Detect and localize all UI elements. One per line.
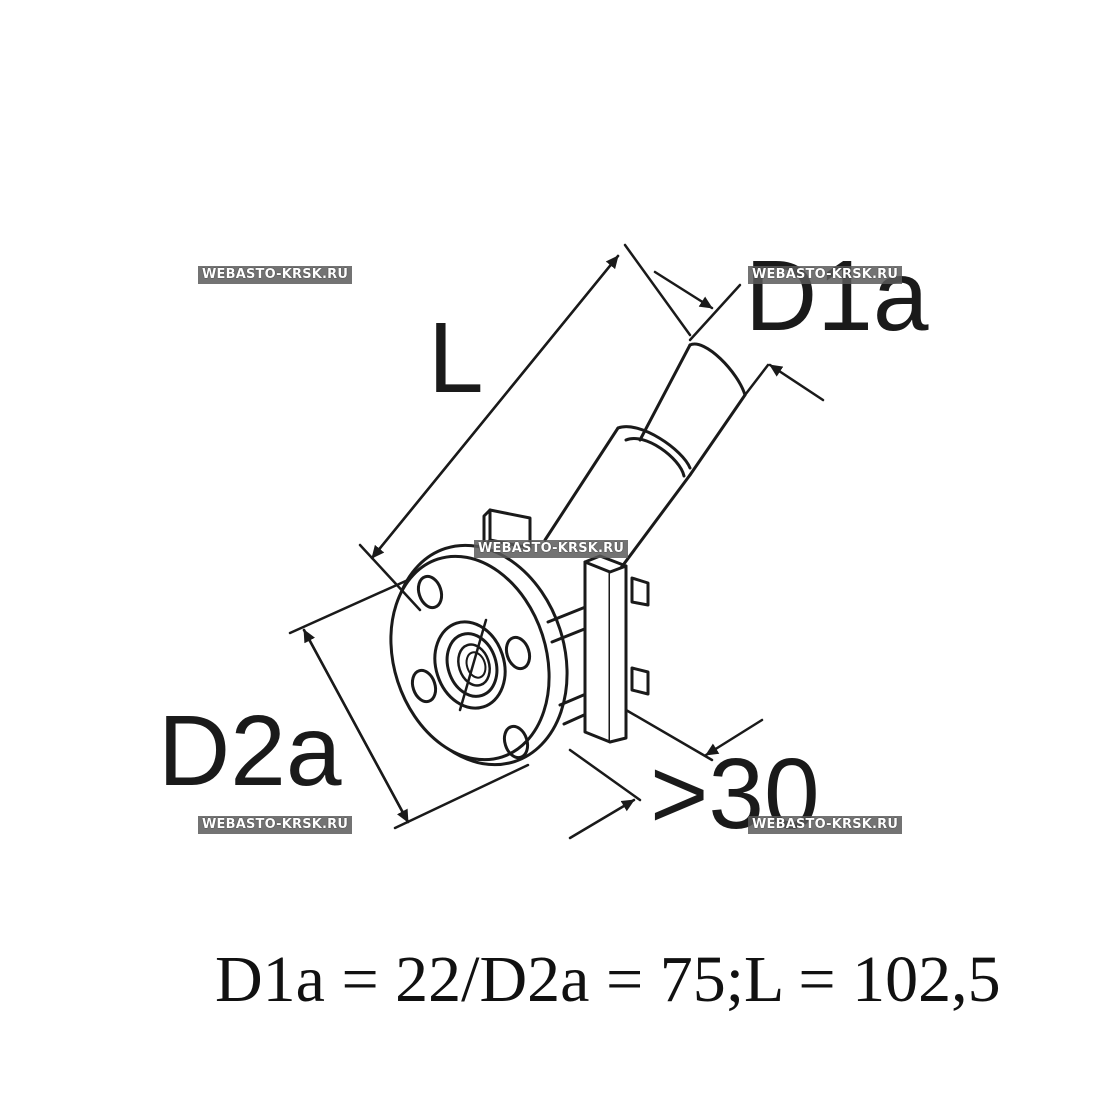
watermark-bottom-left: WEBASTO-KRSK.RU (198, 816, 353, 834)
dimensions-caption: D1a = 22/D2a = 75;L = 102,5 (215, 943, 1001, 1016)
label-d2a: D2a (158, 695, 342, 807)
watermark-bottom-right: WEBASTO-KRSK.RU (748, 816, 903, 834)
dimension-d1a (653, 270, 825, 402)
dimension-depth (568, 708, 764, 840)
label-length: L (428, 302, 484, 414)
dimension-d2a (288, 578, 530, 830)
watermark-top-left: WEBASTO-KRSK.RU (198, 266, 353, 284)
watermark-center: WEBASTO-KRSK.RU (474, 540, 629, 558)
dimension-length (358, 243, 692, 612)
flange (389, 543, 569, 767)
pipe (543, 342, 747, 582)
label-d1a: D1a (745, 240, 929, 352)
watermark-top-right: WEBASTO-KRSK.RU (748, 266, 903, 284)
clamp-plate (583, 554, 628, 744)
